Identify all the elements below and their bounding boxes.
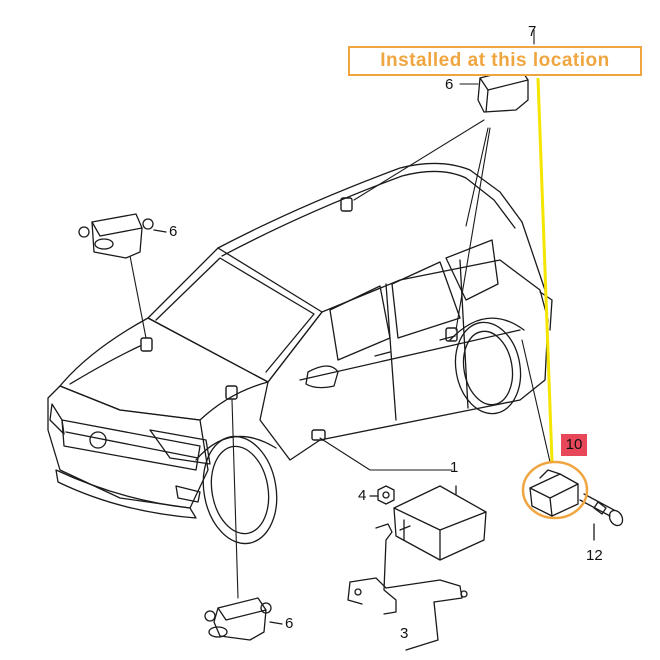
part-number-6-top: 6 bbox=[445, 76, 454, 93]
rear-wheel bbox=[449, 317, 525, 415]
vehicle-illustration bbox=[47, 162, 553, 545]
part-number-10-badge: 10 bbox=[561, 434, 587, 456]
location-markers bbox=[140, 197, 458, 441]
car-roof bbox=[217, 162, 523, 249]
part-number-6-bottom: 6 bbox=[285, 615, 294, 632]
car-side bbox=[259, 259, 549, 461]
highlight-circle bbox=[521, 460, 589, 520]
rear-side-window bbox=[391, 261, 461, 339]
headlight bbox=[149, 429, 211, 465]
callout-leader-line bbox=[536, 77, 554, 463]
side-mirror bbox=[305, 365, 339, 389]
component-1-control-unit bbox=[393, 485, 487, 561]
part-number-6-left: 6 bbox=[169, 223, 178, 240]
part-number-4: 4 bbox=[358, 487, 367, 504]
quarter-window bbox=[445, 239, 499, 301]
leader-lines bbox=[129, 29, 551, 599]
part-number-3: 3 bbox=[400, 625, 409, 642]
grille bbox=[61, 419, 201, 471]
component-6-left bbox=[78, 213, 167, 259]
component-6-bottom bbox=[204, 597, 283, 641]
car-hood bbox=[59, 317, 269, 421]
part-number-1: 1 bbox=[450, 459, 459, 476]
windshield bbox=[147, 247, 323, 383]
car-front bbox=[47, 385, 209, 509]
component-12-valve bbox=[579, 493, 624, 541]
component-4-nut bbox=[369, 485, 395, 505]
part-number-12: 12 bbox=[586, 547, 603, 564]
component-3-bracket bbox=[347, 523, 468, 651]
front-wheel bbox=[195, 435, 278, 545]
part-number-7: 7 bbox=[528, 23, 537, 40]
component-10-sensor bbox=[529, 469, 579, 517]
callout-label: Installed at this location bbox=[348, 46, 642, 76]
